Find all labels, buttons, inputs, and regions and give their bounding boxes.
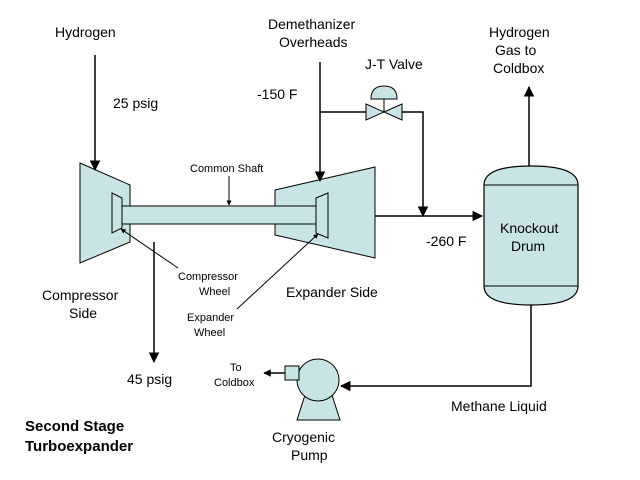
methane-liquid-label: Methane Liquid: [451, 398, 547, 414]
pump-label-1: Cryogenic: [272, 429, 335, 445]
diagram-title-line-1: Second Stage: [25, 418, 124, 435]
jt-outlet-line: [402, 111, 429, 218]
hydrogen-out-label-1: Hydrogen: [489, 24, 550, 40]
compressor-side-label-1: Compressor: [42, 287, 119, 303]
compressor-wheel-label-2: Wheel: [199, 286, 230, 298]
knockout-drum-label-1: Knockout: [500, 220, 558, 236]
temp-260-label: -260 F: [426, 233, 466, 249]
compressor-side-label-2: Side: [69, 305, 97, 321]
compressor-wheel-label-1: Compressor: [178, 271, 238, 283]
hydrogen-out-label-2: Gas to: [495, 42, 536, 58]
expander-side-label: Expander Side: [286, 284, 378, 300]
inlet-pressure-label: 25 psig: [113, 95, 158, 111]
common-shaft: [121, 205, 317, 225]
compressor-wheel: [111, 192, 123, 234]
expander-wheel: [315, 192, 329, 239]
pump-discharge-nozzle: [284, 365, 300, 381]
pump-label-2: Pump: [291, 447, 328, 463]
hydrogen-inlet-label: Hydrogen: [55, 24, 116, 40]
hydrogen-out-label-3: Coldbox: [493, 60, 544, 76]
compressor-casing: [79, 162, 131, 264]
expander-wheel-label-2: Wheel: [194, 327, 225, 339]
diagram-title-line-2: Turboexpander: [25, 438, 133, 455]
demethanizer-label-1: Demethanizer: [268, 16, 355, 32]
common-shaft-label: Common Shaft: [190, 163, 263, 175]
methane-liquid-line: [339, 305, 532, 392]
demethanizer-label-2: Overheads: [279, 34, 347, 50]
discharge-pressure-label: 45 psig: [127, 371, 172, 387]
expander-wheel-label-1: Expander: [187, 312, 234, 324]
temp-150-label: -150 F: [257, 86, 297, 102]
expander-wheel-callout: [236, 233, 319, 310]
to-coldbox-label-1: To: [230, 362, 242, 374]
knockout-drum-label-2: Drum: [511, 238, 545, 254]
jt-valve-actuator: [370, 85, 398, 100]
to-coldbox-label-2: Coldbox: [214, 377, 255, 389]
jt-valve-label: J-T Valve: [365, 56, 423, 72]
pump-body: [296, 358, 340, 402]
compressor-wheel-callout: [120, 228, 179, 269]
